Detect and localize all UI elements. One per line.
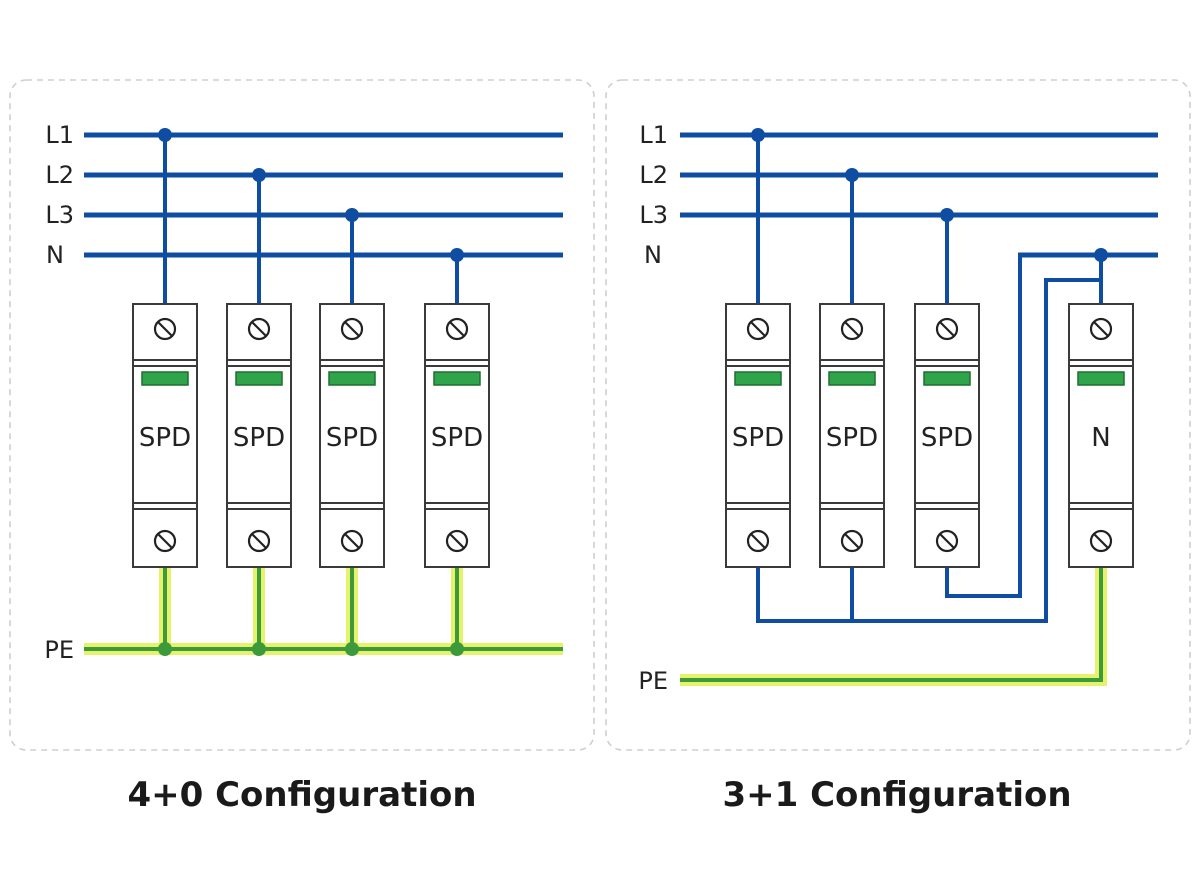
panel-caption: 4+0 Configuration	[127, 775, 476, 815]
terminal-screw-icon	[247, 529, 271, 553]
status-indicator	[923, 371, 971, 386]
module-label: SPD	[732, 423, 784, 453]
terminal-screw-icon	[1089, 529, 1113, 553]
pe-junction-dot	[252, 642, 266, 656]
module-label: SPD	[921, 423, 973, 453]
junction-dot	[252, 168, 266, 182]
status-indicator	[141, 371, 189, 386]
panel-3plus1: L1 L2 L3 N PE SPD SPD SPD N 3+1 Configurati…	[605, 79, 1191, 815]
terminal-screw-icon	[340, 529, 364, 553]
line-label-l1: L1	[639, 121, 668, 149]
line-label-n: N	[644, 241, 662, 269]
module-body	[226, 303, 292, 568]
spd3-return	[945, 255, 1022, 598]
spd-module: SPD	[424, 303, 490, 568]
spd-module: SPD	[132, 303, 198, 568]
junction-dot	[345, 208, 359, 222]
pe-junction-dot	[450, 642, 464, 656]
panel-frame	[605, 79, 1191, 751]
line-label-l1: L1	[45, 121, 74, 149]
terminal-screw-icon	[1089, 317, 1113, 341]
spd-modules: SPD SPD SPD N	[725, 303, 1134, 568]
status-indicator	[734, 371, 782, 386]
spd-common-return	[756, 278, 1101, 623]
module-label: SPD	[431, 423, 483, 453]
terminal-screw-icon	[445, 529, 469, 553]
pe-label: PE	[638, 667, 668, 695]
line-label-l3: L3	[45, 201, 74, 229]
spd-module: SPD	[319, 303, 385, 568]
line-label-l3: L3	[639, 201, 668, 229]
module-body	[819, 303, 885, 568]
spd-module: SPD	[725, 303, 791, 568]
junction-dot	[158, 128, 172, 142]
status-indicator	[433, 371, 481, 386]
junction-dot	[751, 128, 765, 142]
module-body	[914, 303, 980, 568]
panel-4plus0: L1 L2 L3 N PE SPD SPD SPD SPD 4+0 Configura…	[9, 79, 595, 815]
panel-frame	[9, 79, 595, 751]
junction-dot	[845, 168, 859, 182]
panel-caption: 3+1 Configuration	[722, 775, 1071, 815]
terminal-screw-icon	[935, 317, 959, 341]
terminal-screw-icon	[746, 529, 770, 553]
module-label: SPD	[233, 423, 285, 453]
module-body	[725, 303, 791, 568]
pe-label: PE	[44, 636, 74, 664]
terminal-screw-icon	[935, 529, 959, 553]
spd-module: N	[1068, 303, 1134, 568]
pe-junction-dot	[345, 642, 359, 656]
terminal-screw-icon	[153, 529, 177, 553]
junction-dot	[940, 208, 954, 222]
spd-module: SPD	[226, 303, 292, 568]
status-indicator	[828, 371, 876, 386]
junction-dot	[1094, 248, 1108, 262]
status-indicator	[235, 371, 283, 386]
module-body	[319, 303, 385, 568]
module-body	[132, 303, 198, 568]
pe-junction-dot	[158, 642, 172, 656]
line-label-n: N	[46, 241, 64, 269]
status-indicator	[328, 371, 376, 386]
junction-dot	[450, 248, 464, 262]
module-label: N	[1091, 423, 1110, 453]
status-indicator	[1077, 371, 1125, 386]
terminal-screw-icon	[247, 317, 271, 341]
line-label-l2: L2	[45, 161, 74, 189]
spd-module: SPD	[819, 303, 885, 568]
module-body	[424, 303, 490, 568]
module-label: SPD	[326, 423, 378, 453]
module-label: SPD	[139, 423, 191, 453]
terminal-screw-icon	[153, 317, 177, 341]
pe-wire	[680, 567, 1103, 682]
module-body	[1068, 303, 1134, 568]
terminal-screw-icon	[840, 529, 864, 553]
terminal-screw-icon	[445, 317, 469, 341]
line-label-l2: L2	[639, 161, 668, 189]
terminal-screw-icon	[840, 317, 864, 341]
module-label: SPD	[826, 423, 878, 453]
spd-module: SPD	[914, 303, 980, 568]
terminal-screw-icon	[340, 317, 364, 341]
terminal-screw-icon	[746, 317, 770, 341]
spd-modules: SPD SPD SPD SPD	[132, 303, 490, 568]
pe-wire-halo	[680, 567, 1107, 686]
